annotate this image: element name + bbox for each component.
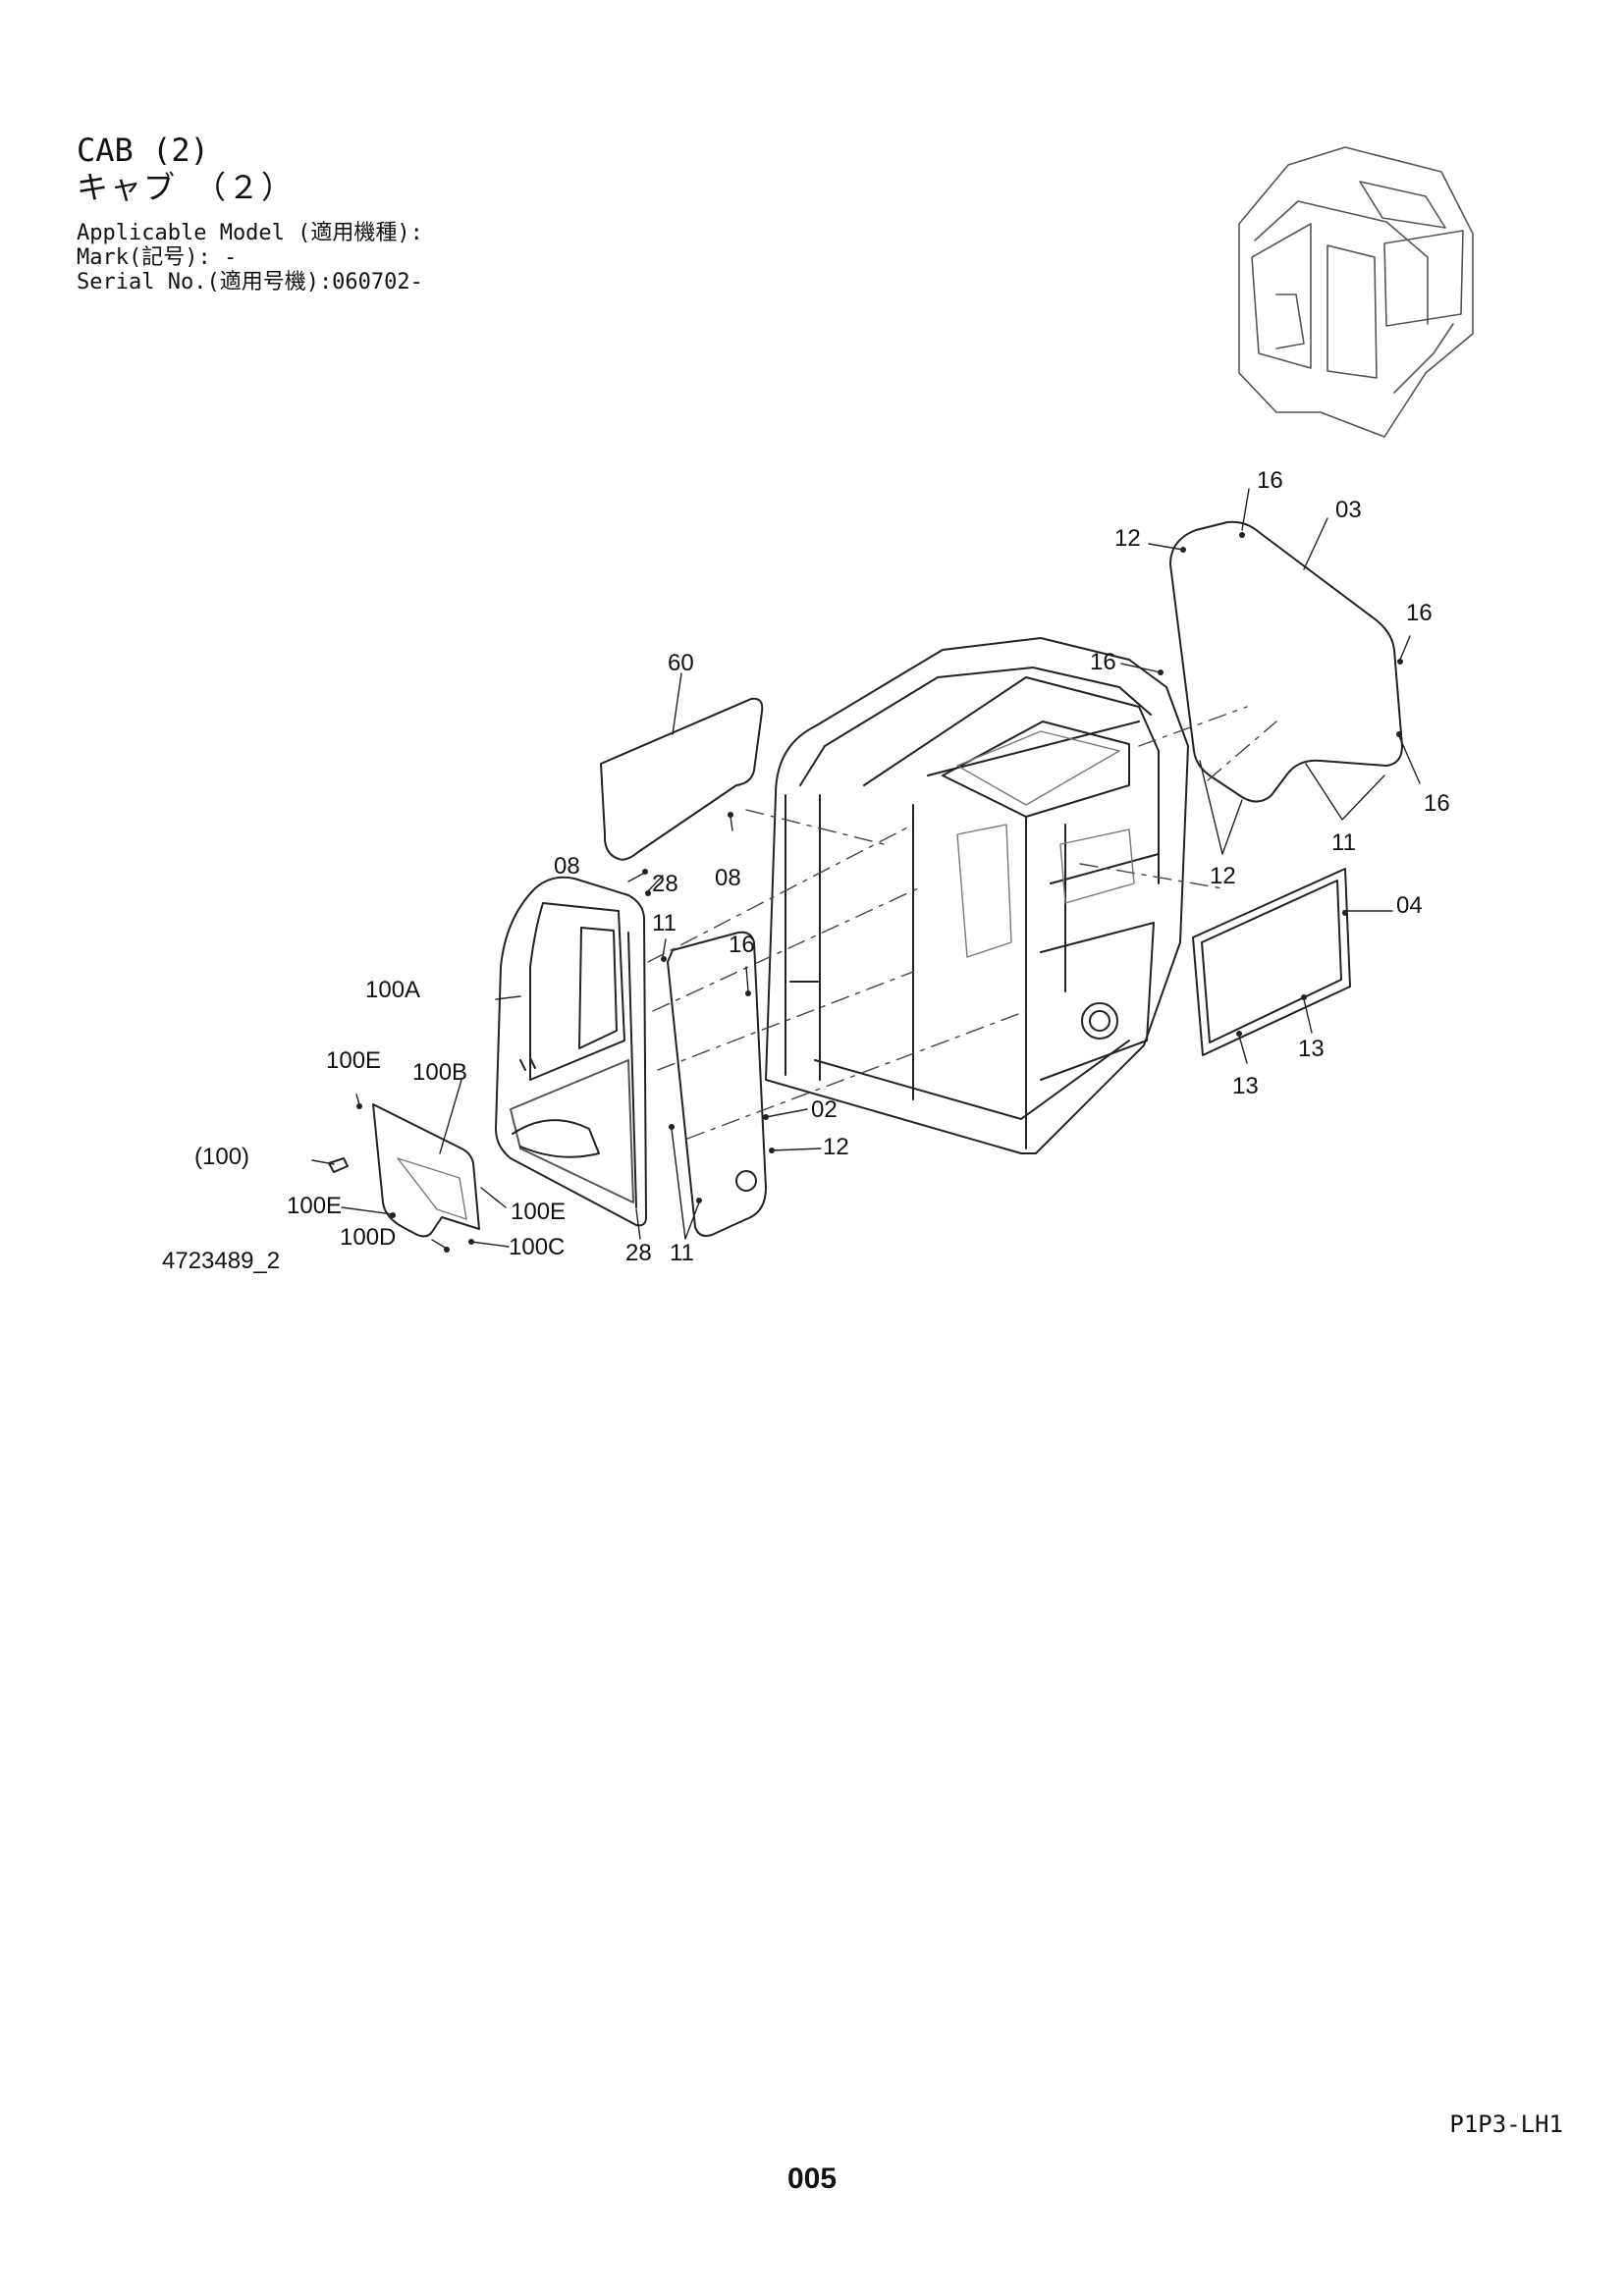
callout-08-right: 08 — [715, 865, 741, 891]
cab-overview-thumbnail — [1238, 146, 1474, 438]
callout-16-top: 16 — [1257, 467, 1283, 494]
part-04-rear-glass — [1192, 868, 1351, 1056]
mark: Mark(記号): - — [77, 245, 238, 270]
part-100B-trim-panel — [372, 1103, 480, 1238]
catalog-section-code: P1P3-LH1 — [1449, 2110, 1563, 2138]
cab-frame — [765, 637, 1189, 1154]
callout-100E-top: 100E — [326, 1047, 381, 1074]
part-02-lower-door-glass — [667, 931, 767, 1237]
callout-100C: 100C — [509, 1234, 565, 1260]
callout-100E-left: 100E — [287, 1193, 342, 1219]
page-title: CAB (2) — [77, 132, 209, 169]
callout-11-bottom: 11 — [670, 1240, 694, 1266]
callout-60: 60 — [668, 650, 694, 676]
callout-28-top: 28 — [652, 871, 678, 897]
callout-03: 03 — [1335, 497, 1362, 523]
callout-11-top: 11 — [652, 910, 677, 936]
part-100-clip — [328, 1157, 349, 1173]
callout-12-top: 12 — [1114, 525, 1141, 552]
part-60-upper-door-glass — [600, 697, 764, 861]
callout-100A: 100A — [365, 977, 420, 1003]
callout-16-right: 16 — [1406, 600, 1433, 626]
serial-number: Serial No.(適用号機):060702- — [77, 270, 423, 294]
callout-16-mid: 16 — [729, 932, 755, 958]
callout-16-left: 16 — [1090, 649, 1116, 675]
part-100A-door — [495, 876, 647, 1227]
callout-100B: 100B — [412, 1059, 467, 1086]
callout-12-mid: 12 — [823, 1134, 849, 1160]
callout-13-a: 13 — [1232, 1073, 1259, 1099]
page-title-japanese: キャブ （２） — [77, 169, 296, 206]
callout-100E-right: 100E — [511, 1199, 566, 1225]
callout-100-paren: (100) — [194, 1144, 249, 1170]
callout-11-right: 11 — [1331, 829, 1356, 856]
callout-02: 02 — [811, 1096, 838, 1123]
callout-08-left: 08 — [554, 853, 580, 880]
callout-100D: 100D — [340, 1224, 396, 1251]
applicable-model: Applicable Model (適用機種): — [77, 221, 423, 245]
applicability-info: Applicable Model (適用機種): Mark(記号): - Ser… — [77, 221, 423, 294]
callout-13-b: 13 — [1298, 1036, 1325, 1062]
callout-28-bottom: 28 — [625, 1240, 652, 1266]
header: CAB (2) キャブ （２） Applicable Model (適用機種):… — [77, 133, 423, 294]
page-number: 005 — [786, 2163, 838, 2195]
callout-04: 04 — [1396, 892, 1423, 919]
callout-16-bottom-right: 16 — [1424, 790, 1450, 817]
drawing-id: 4723489_2 — [162, 1248, 280, 1274]
callout-12-right: 12 — [1210, 863, 1236, 889]
part-03-side-glass — [1169, 520, 1403, 803]
